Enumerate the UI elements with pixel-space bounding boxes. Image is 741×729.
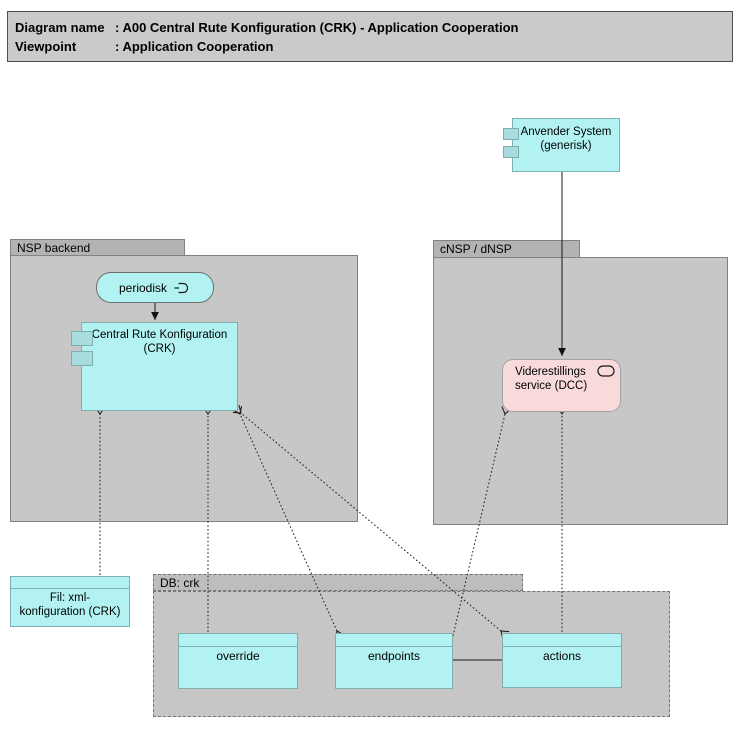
package-db-crk-tab[interactable]: DB: crk (153, 574, 523, 591)
viewpoint-row: Viewpoint : Application Cooperation (15, 37, 732, 56)
node-override-label: override (216, 649, 260, 663)
service-icon (597, 365, 615, 377)
viewpoint-value: : Application Cooperation (115, 39, 274, 54)
diagram-title-bar: Diagram name : A00 Central Rute Konfigura… (7, 11, 733, 62)
node-table-override[interactable]: override (178, 633, 298, 689)
node-crk-label: Central Rute Konfiguration (CRK) (91, 329, 228, 355)
package-cnsp-dnsp-label: cNSP / dNSP (440, 242, 512, 256)
table-header-compartment (336, 634, 452, 647)
node-periodisk-label: periodisk (118, 280, 168, 295)
table-header-compartment (179, 634, 297, 647)
package-nsp-backend-tab[interactable]: NSP backend (10, 239, 185, 256)
node-actions-label: actions (542, 649, 582, 663)
node-fil-xml-konfiguration[interactable]: Fil: xml- konfiguration (CRK) (10, 576, 130, 627)
viewpoint-label: Viewpoint (15, 39, 77, 54)
component-icon (503, 146, 519, 158)
node-table-endpoints[interactable]: endpoints (335, 633, 453, 689)
node-central-rute-konfiguration[interactable]: Central Rute Konfiguration (CRK) (71, 322, 238, 411)
package-nsp-backend-label: NSP backend (17, 241, 91, 255)
diagram-name-row: Diagram name : A00 Central Rute Konfigura… (15, 18, 732, 37)
node-fil-label: Fil: xml- konfiguration (CRK) (19, 592, 121, 618)
node-dcc-label: Viderestillings service (DCC) (515, 366, 588, 392)
component-icon (71, 351, 93, 366)
table-header-compartment (503, 634, 621, 647)
package-cnsp-dnsp-tab[interactable]: cNSP / dNSP (433, 240, 580, 258)
node-endpoints-label: endpoints (367, 649, 421, 663)
package-db-crk-label: DB: crk (160, 576, 200, 590)
component-icon (503, 128, 519, 140)
node-periodisk-event[interactable]: periodisk (96, 272, 214, 303)
node-viderestillings-service[interactable]: Viderestillings service (DCC) (502, 359, 621, 412)
node-anvender-system[interactable]: Anvender System (generisk) (503, 118, 620, 172)
event-icon (174, 282, 189, 294)
diagram-name-label: Diagram name (15, 20, 105, 35)
component-icon (71, 331, 93, 346)
node-table-actions[interactable]: actions (502, 633, 622, 688)
diagram-name-value: : A00 Central Rute Konfiguration (CRK) -… (115, 20, 519, 35)
artifact-header-compartment (11, 577, 129, 589)
node-anvender-system-label: Anvender System (generisk) (520, 126, 612, 152)
